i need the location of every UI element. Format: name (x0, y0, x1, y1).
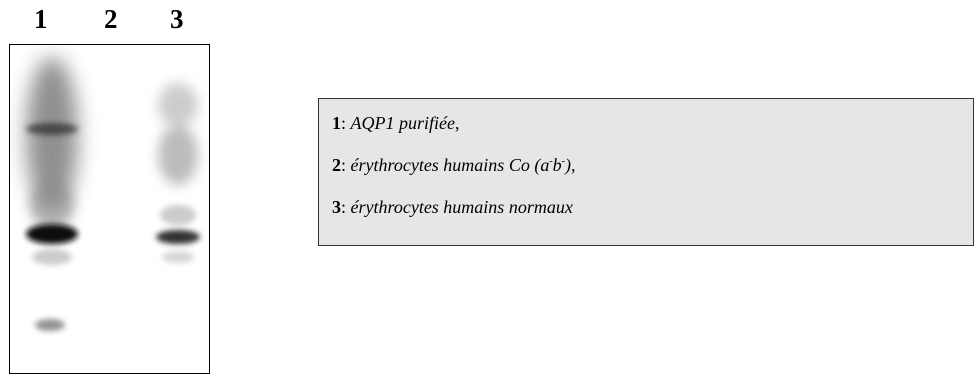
lane-label-2: 2 (104, 4, 118, 34)
lane-1-low-band (35, 319, 65, 331)
lane-1-lower-smear (30, 181, 74, 229)
blot-svg (26, 57, 200, 331)
legend-sep-3: : (341, 197, 351, 217)
lane-1-main-band (26, 224, 78, 244)
lane-label-1: 1 (34, 4, 48, 34)
lane-3-lower-band (162, 251, 194, 263)
lane-1-faint-band (32, 249, 72, 265)
legend-item-2: 2: érythrocytes humains Co (a-b-), (332, 150, 973, 192)
lane-3-mid-smear (158, 125, 198, 185)
legend-num-2: 2 (332, 155, 341, 175)
legend-text-3: érythrocytes humains normaux (350, 197, 573, 217)
legend-num-1: 1 (332, 113, 341, 133)
legend-box: 1: AQP1 purifiée, 2: érythrocytes humain… (318, 98, 974, 246)
legend-text-2: érythrocytes humains Co (a-b-), (351, 155, 576, 175)
legend-text-2-after: ), (565, 155, 576, 175)
legend-sup-2: - (561, 156, 566, 167)
legend-trail-1: , (455, 113, 460, 133)
legend-text-2-mid: b (552, 155, 562, 175)
legend-sep-1: : (341, 113, 351, 133)
legend-item-1: 1: AQP1 purifiée, (332, 108, 973, 150)
legend-num-3: 3 (332, 197, 341, 217)
legend-item-3: 3: érythrocytes humains normaux (332, 192, 973, 234)
lane-3-faint-band (160, 205, 196, 225)
legend-text-1: AQP1 purifiée (350, 113, 455, 133)
lane-1-top-band (26, 123, 78, 135)
legend-sep-2: : (341, 155, 351, 175)
legend-text-2-before: érythrocytes humains Co (a (350, 155, 550, 175)
lane-label-3: 3 (170, 4, 184, 34)
lane-3-main-band (156, 230, 200, 244)
lane-3-top-smear (158, 83, 198, 127)
legend-sup-1: - (549, 156, 553, 167)
western-blot-image (9, 44, 210, 374)
